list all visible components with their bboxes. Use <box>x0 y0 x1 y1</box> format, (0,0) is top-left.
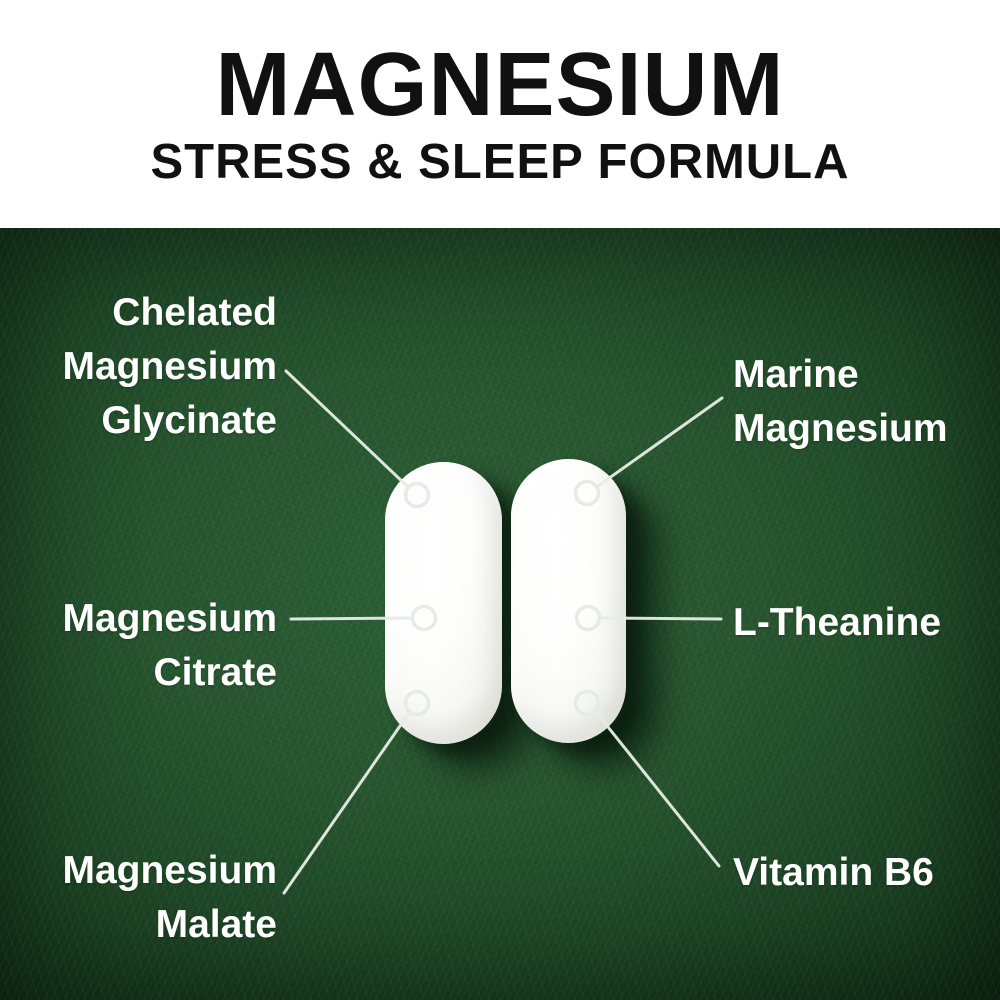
tablet-left-photo <box>385 462 502 744</box>
header-banner: MAGNESIUM STRESS & SLEEP FORMULA <box>0 0 1000 228</box>
callout-label-chelated-magnesium-glycinate: Chelated Magnesium Glycinate <box>62 291 277 442</box>
callout-label-marine-magnesium: Marine Magnesium <box>733 353 948 450</box>
callout-label-magnesium-malate: Magnesium Malate <box>62 849 277 946</box>
callout-label-magnesium-citrate: Magnesium Citrate <box>62 597 277 694</box>
product-title: MAGNESIUM <box>215 35 785 135</box>
callout-label-l-theanine: L-Theanine <box>733 601 942 644</box>
product-subtitle: STRESS & SLEEP FORMULA <box>150 135 850 189</box>
tablet-right-photo <box>511 459 626 743</box>
callout-label-vitamin-b6: Vitamin B6 <box>733 851 934 894</box>
